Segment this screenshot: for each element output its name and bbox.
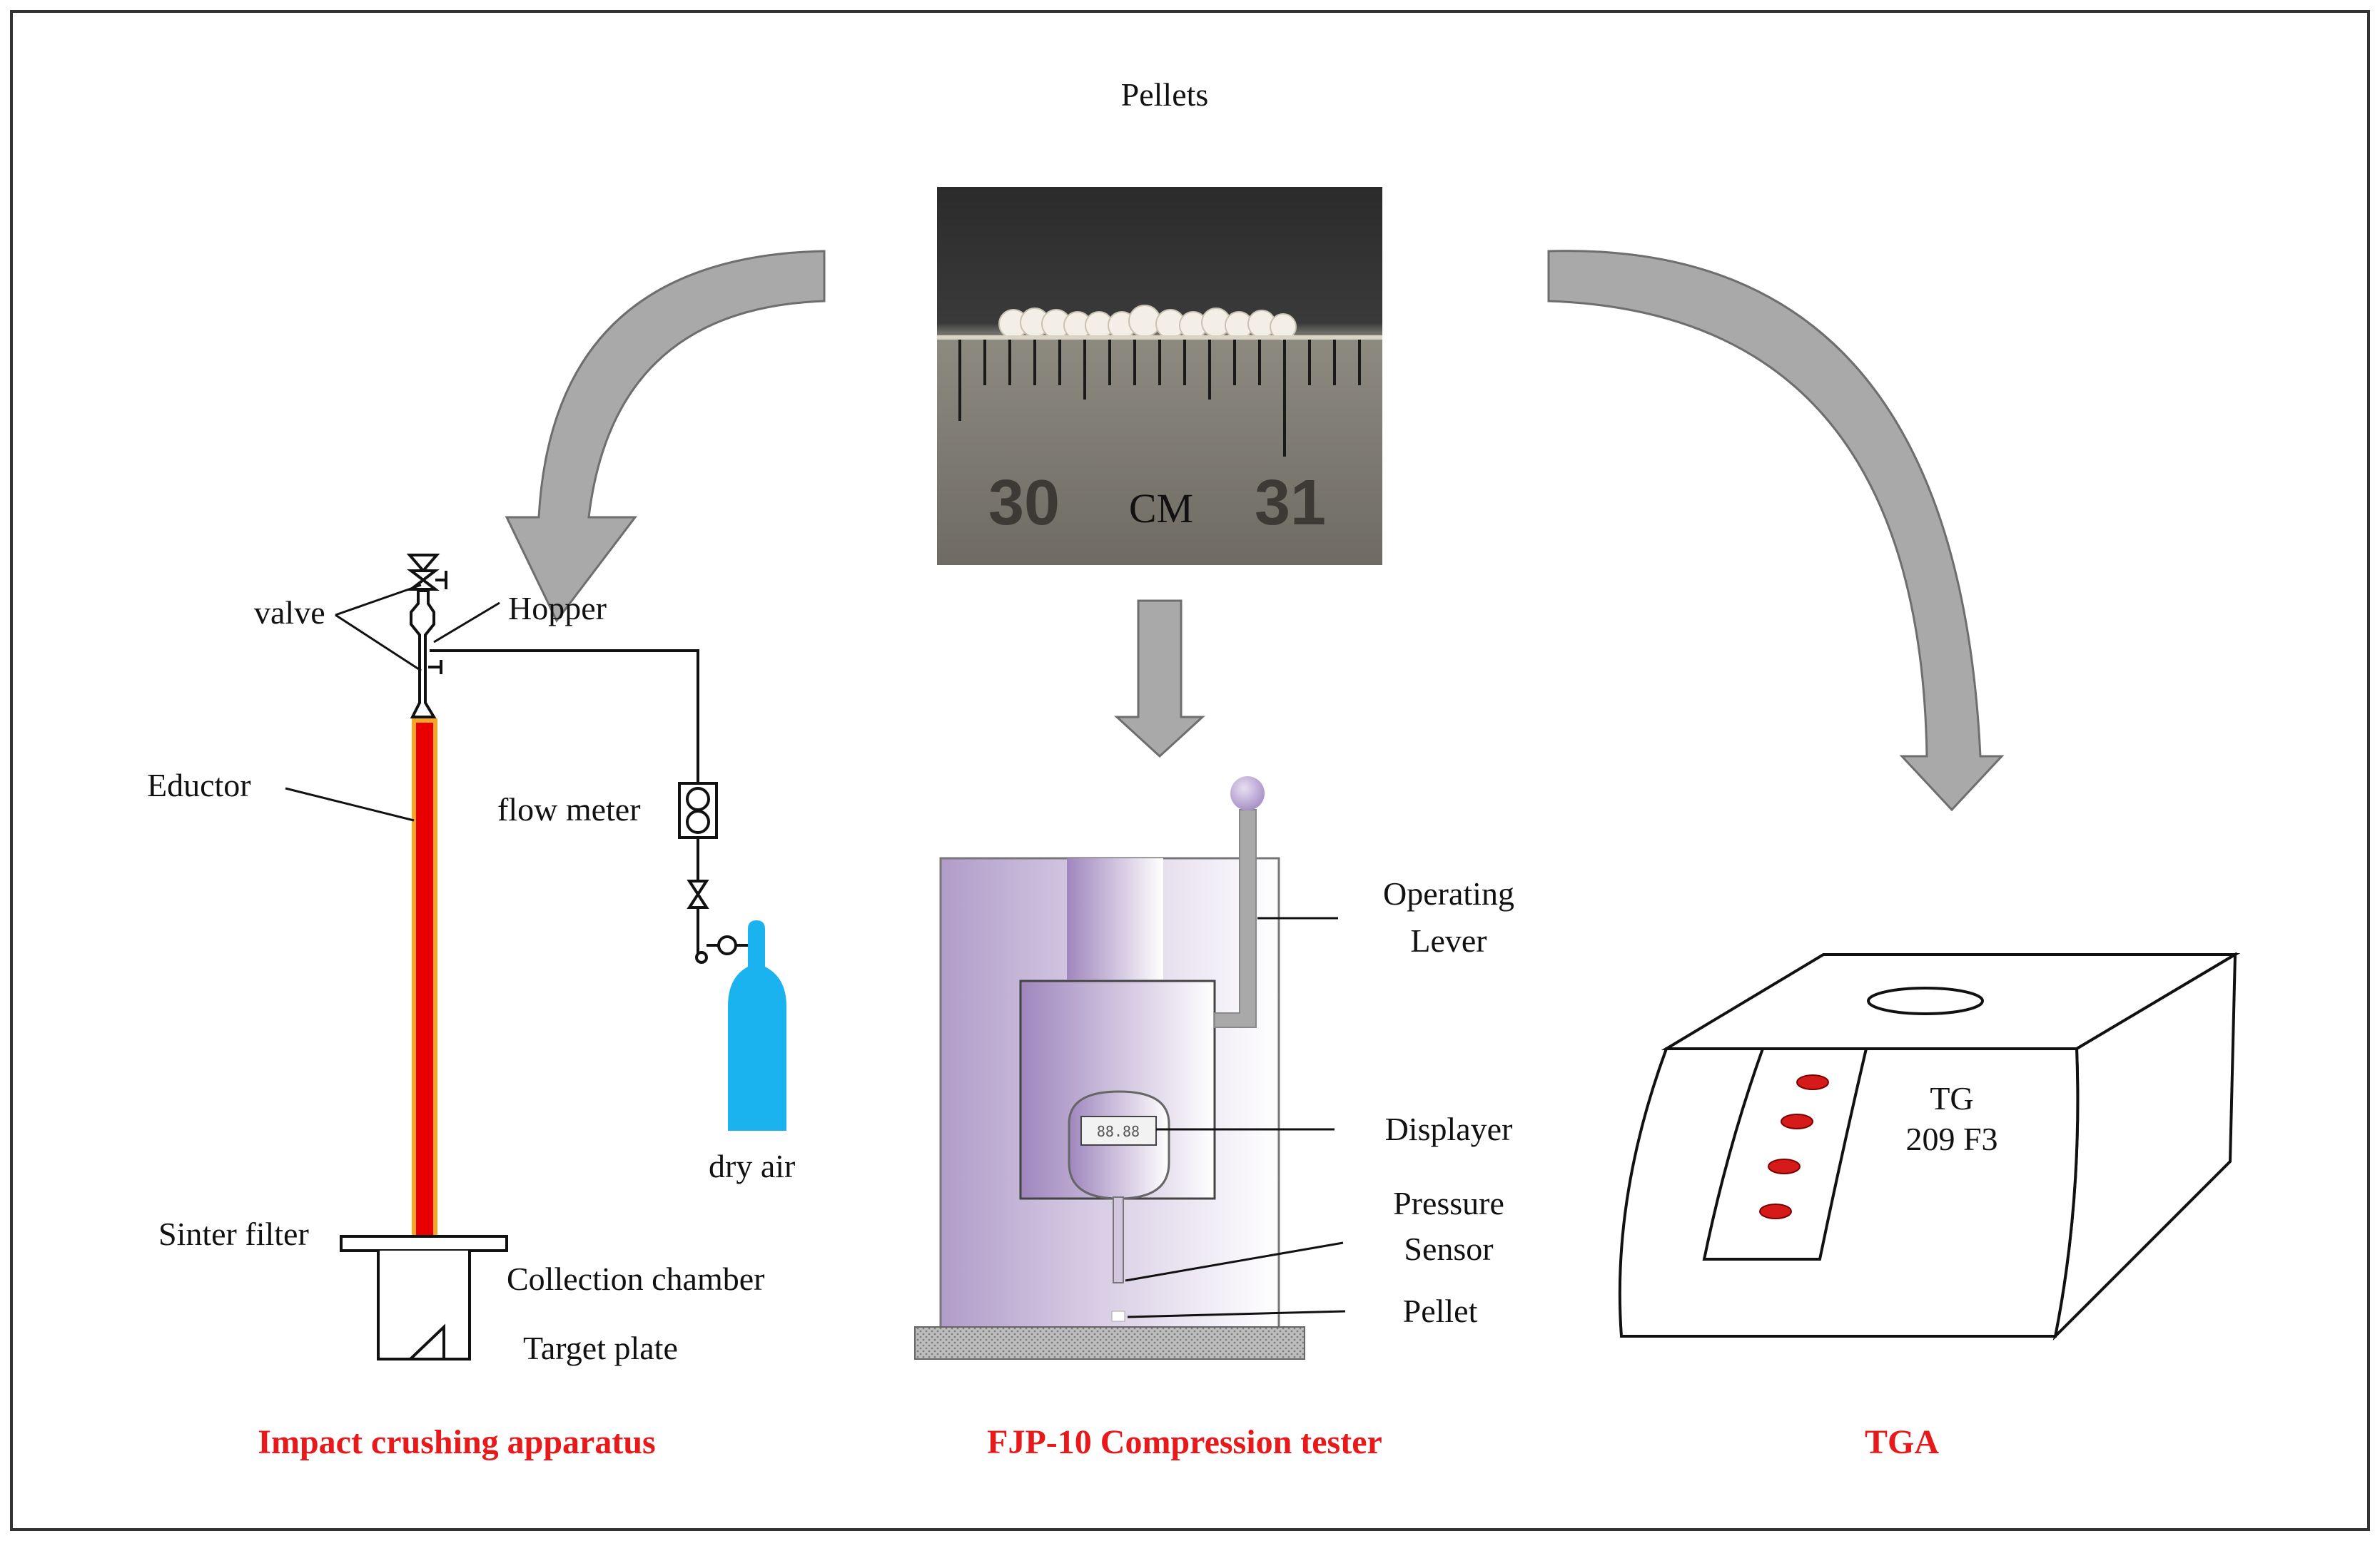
tga-instrument: [1618, 952, 2241, 1341]
ruler-ticks: [958, 340, 1361, 457]
curved-arrow-left: [505, 250, 826, 623]
hopper-label: Hopper: [508, 590, 607, 626]
pellet-label: Pellet: [1403, 1293, 1478, 1329]
dry-air-label: dry air: [709, 1148, 795, 1184]
displayer-screen: [1080, 1116, 1157, 1146]
collection-chamber-label: Collection chamber: [507, 1261, 765, 1297]
target-plate: [409, 1323, 445, 1361]
flow-meter-label: flow meter: [497, 791, 641, 828]
tga-control-panel: [1702, 1047, 1868, 1261]
sensor-label: Sensor: [1404, 1231, 1493, 1267]
operating-lever: [1214, 809, 1257, 1028]
line-valve-icon: [687, 880, 709, 909]
air-line: [430, 649, 699, 783]
tga-button-4: [1759, 1204, 1792, 1219]
collection-chamber: [377, 1251, 471, 1361]
tga-model-line2: 209 F3: [1905, 1121, 1997, 1157]
tga-model-line1: TG: [1930, 1080, 1973, 1117]
pellet-row: [998, 305, 1297, 340]
pressure-label: Pressure: [1393, 1185, 1504, 1221]
valve-label: valve: [254, 594, 325, 631]
hopper-body: [410, 589, 437, 718]
target-plate-label: Target plate: [523, 1330, 678, 1366]
sinter-filter: [340, 1235, 508, 1252]
valve-top-icon: [406, 554, 440, 574]
tga-front-face: [1618, 1047, 2080, 1338]
operating-label: Operating: [1383, 875, 1514, 912]
tga-title: TGA: [1865, 1423, 1939, 1461]
compression-title: FJP-10 Compression tester: [987, 1423, 1382, 1461]
ruler-unit: CM: [1129, 485, 1193, 532]
tga-button-3: [1768, 1159, 1801, 1174]
tga-buttons: [1759, 1074, 1829, 1219]
tester-upper-block: [1067, 858, 1163, 980]
compression-tester: 88.88: [914, 776, 1346, 1360]
lever-knob: [1230, 776, 1265, 810]
lever-label: Lever: [1410, 922, 1487, 959]
pellets-label: Pellets: [1121, 76, 1209, 113]
straight-arrow-center: [1114, 599, 1205, 758]
impact-apparatus: [285, 554, 749, 1361]
ruler-number-left: 30: [988, 467, 1060, 539]
pellet-sample: [1111, 1311, 1125, 1322]
displayer-readout: 88.88: [1097, 1123, 1140, 1140]
tga-button-1: [1796, 1074, 1829, 1090]
eductor-label: Eductor: [147, 767, 251, 803]
dry-air-cylinder: [728, 920, 786, 1131]
impact-title: Impact crushing apparatus: [258, 1423, 655, 1461]
pressure-rod: [1113, 1196, 1124, 1283]
pellets-photo: 30 CM 31: [937, 187, 1382, 565]
ruler-number-right: 31: [1255, 467, 1326, 539]
curved-arrow-right: [1547, 250, 2005, 812]
tester-base: [914, 1326, 1305, 1360]
tga-sample-port: [1867, 987, 1984, 1015]
sinter-filter-label: Sinter filter: [158, 1216, 309, 1252]
displayer-label: Displayer: [1385, 1111, 1513, 1147]
tga-button-2: [1781, 1114, 1813, 1129]
eductor-tube: [412, 718, 437, 1301]
